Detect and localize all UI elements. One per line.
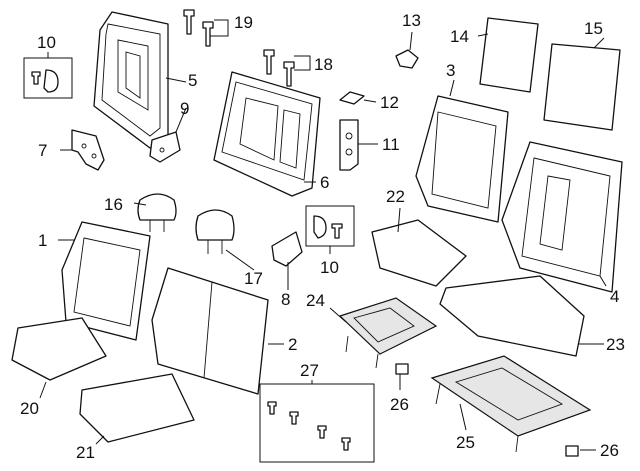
part-10-box-mid: [305, 205, 355, 247]
callout-21: 21: [76, 443, 95, 462]
part-27-screws: [267, 401, 351, 451]
part-14-panel: [479, 17, 539, 93]
part-27-box: [259, 383, 375, 463]
callout-3: 3: [446, 61, 455, 80]
part-10-bracket-top: [31, 69, 59, 93]
part-23-seat-cushion: [439, 275, 585, 357]
callout-11: 11: [382, 135, 400, 154]
callout-23: 23: [606, 335, 625, 354]
callout-19: 19: [234, 13, 253, 32]
callout-27: 27: [300, 361, 319, 380]
part-9-bracket: [149, 131, 181, 163]
part-15-panel: [543, 43, 621, 131]
callout-18: 18: [314, 55, 333, 74]
part-11-latch: [339, 119, 359, 171]
callout-10-top: 10: [37, 33, 56, 52]
callout-26-a: 26: [390, 395, 409, 414]
callout-13: 13: [402, 11, 421, 30]
callout-1: 1: [38, 231, 47, 250]
callout-9: 9: [180, 99, 189, 118]
part-16-headrest: [137, 193, 177, 232]
part-20-seat-cushion: [11, 317, 107, 381]
part-18-bolts: [263, 49, 295, 87]
part-17-headrest: [195, 209, 235, 254]
part-13-cap: [395, 49, 419, 69]
callout-14: 14: [450, 27, 469, 46]
part-25-seat-frame: [430, 355, 592, 453]
callout-15: 15: [584, 19, 603, 38]
callout-20: 20: [20, 399, 39, 418]
callout-24: 24: [306, 291, 325, 310]
callout-10-mid: 10: [320, 258, 339, 277]
part-7-hinge-bracket: [71, 129, 105, 171]
callout-12: 12: [380, 93, 399, 112]
part-3-seatback-cushion: [415, 95, 509, 223]
callout-25: 25: [456, 433, 475, 452]
callout-6: 6: [320, 173, 329, 192]
callout-17: 17: [244, 269, 263, 288]
callout-8: 8: [281, 290, 290, 309]
callout-22: 22: [386, 187, 405, 206]
part-19-bolts: [183, 9, 214, 47]
callout-labels: 10 5 19 9 7 6 18 12 11 13 14 15 3 4 16 1…: [20, 11, 625, 462]
part-21-seat-cushion: [79, 373, 195, 443]
part-6-seatback-frame: [213, 71, 321, 197]
leader-lines: [39, 19, 607, 451]
callout-26-b: 26: [600, 441, 619, 460]
part-2-seatback-cover: [151, 267, 269, 395]
part-8-bracket: [271, 231, 303, 267]
part-4-seatback-cushion: [501, 141, 623, 293]
part-12-clip: [339, 91, 365, 105]
part-5-seatback-frame: [93, 11, 169, 149]
part-1-seatback-cover: [61, 221, 151, 341]
part-22-seat-cushion: [371, 219, 467, 287]
part-24-seat-frame: [338, 297, 438, 369]
part-26-clip-a: [395, 363, 409, 375]
part-26-clip-b: [565, 445, 579, 457]
callout-4: 4: [610, 287, 619, 306]
callout-5: 5: [188, 71, 197, 90]
callout-7: 7: [38, 141, 47, 160]
callout-2: 2: [288, 335, 297, 354]
part-10-bracket-mid: [313, 215, 343, 239]
callout-16: 16: [104, 195, 123, 214]
